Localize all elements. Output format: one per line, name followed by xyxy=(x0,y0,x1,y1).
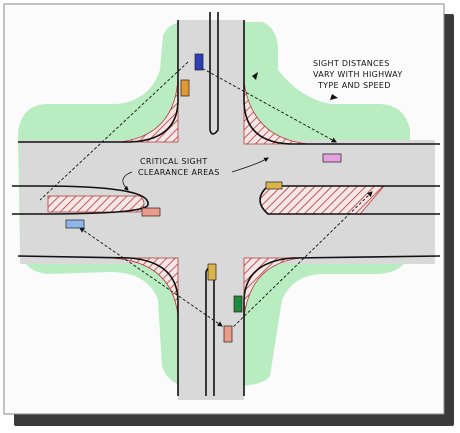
vehicle-pink-east xyxy=(322,153,342,163)
vehicle-lightblue-west xyxy=(65,219,85,229)
vehicle-salmon-south xyxy=(223,325,233,343)
critical-area-label-line1: CRITICAL SIGHT xyxy=(140,157,208,166)
median-west xyxy=(12,185,149,215)
sight-lines xyxy=(39,61,373,331)
sight-line-north xyxy=(197,65,337,143)
vehicle-yellow-south xyxy=(207,263,217,281)
vehicles xyxy=(65,53,342,343)
label-leaders xyxy=(122,157,269,191)
sight-distance-label-line1: SIGHT DISTANCES xyxy=(313,59,390,68)
vehicle-yellow-east xyxy=(265,181,283,190)
sight-line-west xyxy=(39,61,189,201)
arrowheads xyxy=(252,72,338,100)
vehicle-blue-north xyxy=(194,53,204,71)
arrowhead-upper-right xyxy=(252,72,258,80)
vehicle-salmon-west xyxy=(141,207,161,217)
sight-line-south-west xyxy=(79,227,223,327)
sight-distance-label-line2: VARY WITH HIGHWAY xyxy=(313,70,403,79)
critical-area-label-line2: CLEARANCE AREAS xyxy=(138,168,220,177)
arrowhead-below-label xyxy=(330,94,338,100)
clearance-area-median-left xyxy=(47,195,145,213)
vehicle-green-south xyxy=(233,295,243,313)
sight-distance-label-line3: TYPE AND SPEED xyxy=(317,81,391,90)
vehicle-orange-north xyxy=(180,79,190,97)
sight-line-south-east xyxy=(229,191,373,331)
